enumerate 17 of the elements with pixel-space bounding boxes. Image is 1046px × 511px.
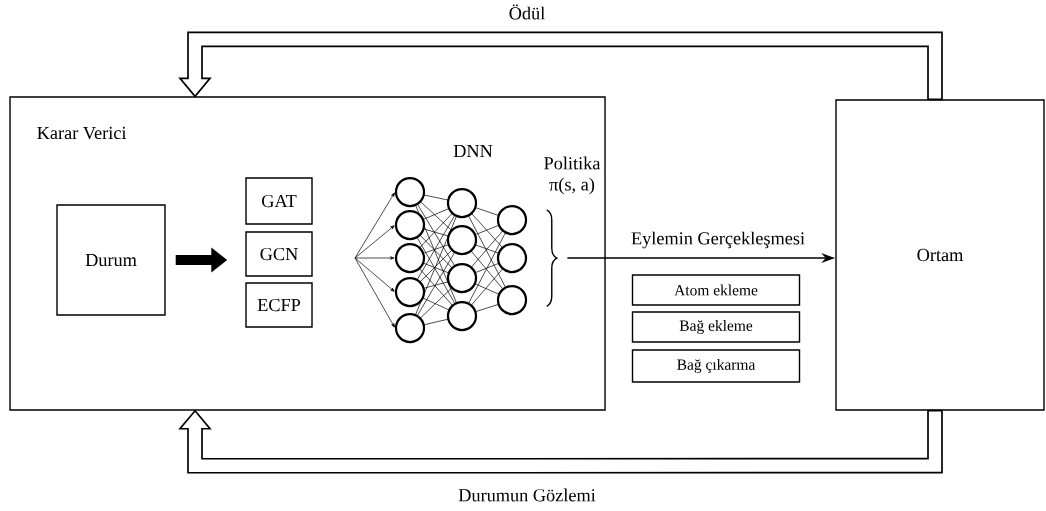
environment-box: Ortam	[835, 99, 1045, 411]
edge-label: Durumun Gözlemi	[456, 487, 598, 503]
curly-brace	[546, 209, 558, 308]
layer-label: DNN	[453, 145, 493, 157]
encoder-box: ECFP	[245, 282, 313, 328]
arrow	[178, 409, 943, 474]
arrow	[178, 31, 943, 101]
edge-label: Ödül	[507, 3, 547, 21]
edge-label: Eylemin Gerçekleşmesi	[629, 230, 807, 250]
encoder-box: GAT	[245, 177, 313, 225]
encoder-box: GCN	[245, 231, 313, 277]
action-box: Bağ çıkarma	[631, 349, 801, 383]
policy-formula: π(s, a)	[549, 177, 595, 195]
action-box: Atom ekleme	[631, 274, 801, 306]
action-box: Bağ ekleme	[631, 311, 801, 343]
policy-label: Politika	[544, 156, 601, 170]
state-box: Durum	[56, 204, 166, 316]
